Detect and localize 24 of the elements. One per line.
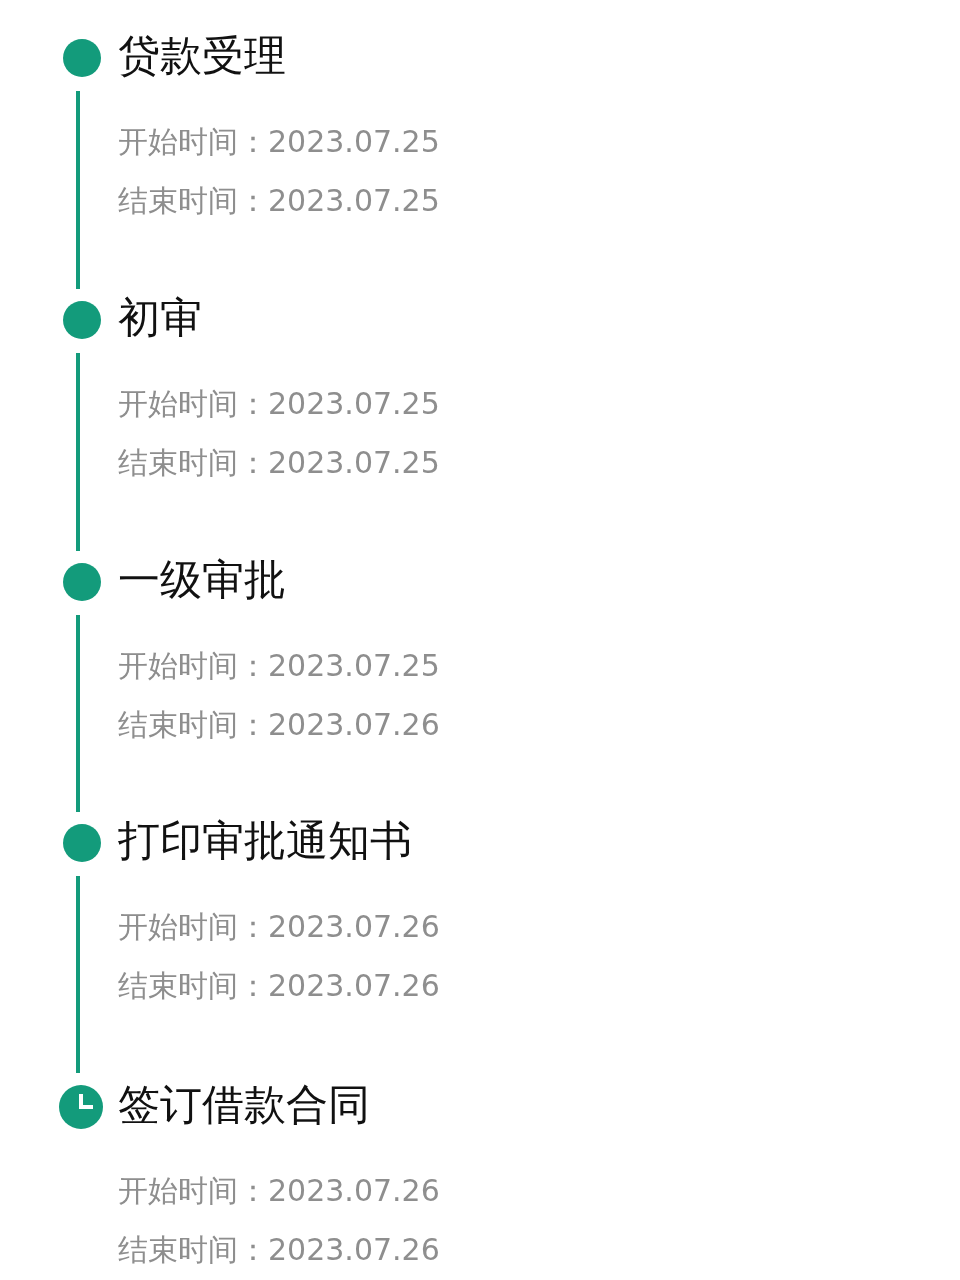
time-text: 开始时间：2023.07.26	[118, 1172, 440, 1210]
step-title: 贷款受理	[118, 30, 286, 82]
time-text: 开始时间：2023.07.26	[118, 908, 440, 946]
timeline-line	[76, 615, 80, 812]
time-text: 开始时间：2023.07.25	[118, 647, 440, 685]
timeline-dot-icon	[63, 563, 101, 601]
timeline-line	[76, 353, 80, 551]
timeline-dot-icon	[63, 301, 101, 339]
clock-icon	[59, 1085, 103, 1129]
time-text: 结束时间：2023.07.26	[118, 1231, 440, 1269]
step-title: 初审	[118, 292, 202, 344]
step-title: 一级审批	[118, 554, 286, 606]
timeline-line	[76, 91, 80, 289]
step-title: 打印审批通知书	[118, 815, 412, 867]
step-title: 签订借款合同	[118, 1079, 370, 1131]
time-text: 结束时间：2023.07.26	[118, 967, 440, 1005]
time-text: 开始时间：2023.07.25	[118, 123, 440, 161]
time-text: 结束时间：2023.07.26	[118, 706, 440, 744]
timeline-dot-icon	[63, 39, 101, 77]
time-text: 结束时间：2023.07.25	[118, 444, 440, 482]
timeline-line	[76, 876, 80, 1073]
timeline-dot-icon	[63, 824, 101, 862]
time-text: 开始时间：2023.07.25	[118, 385, 440, 423]
time-text: 结束时间：2023.07.25	[118, 182, 440, 220]
